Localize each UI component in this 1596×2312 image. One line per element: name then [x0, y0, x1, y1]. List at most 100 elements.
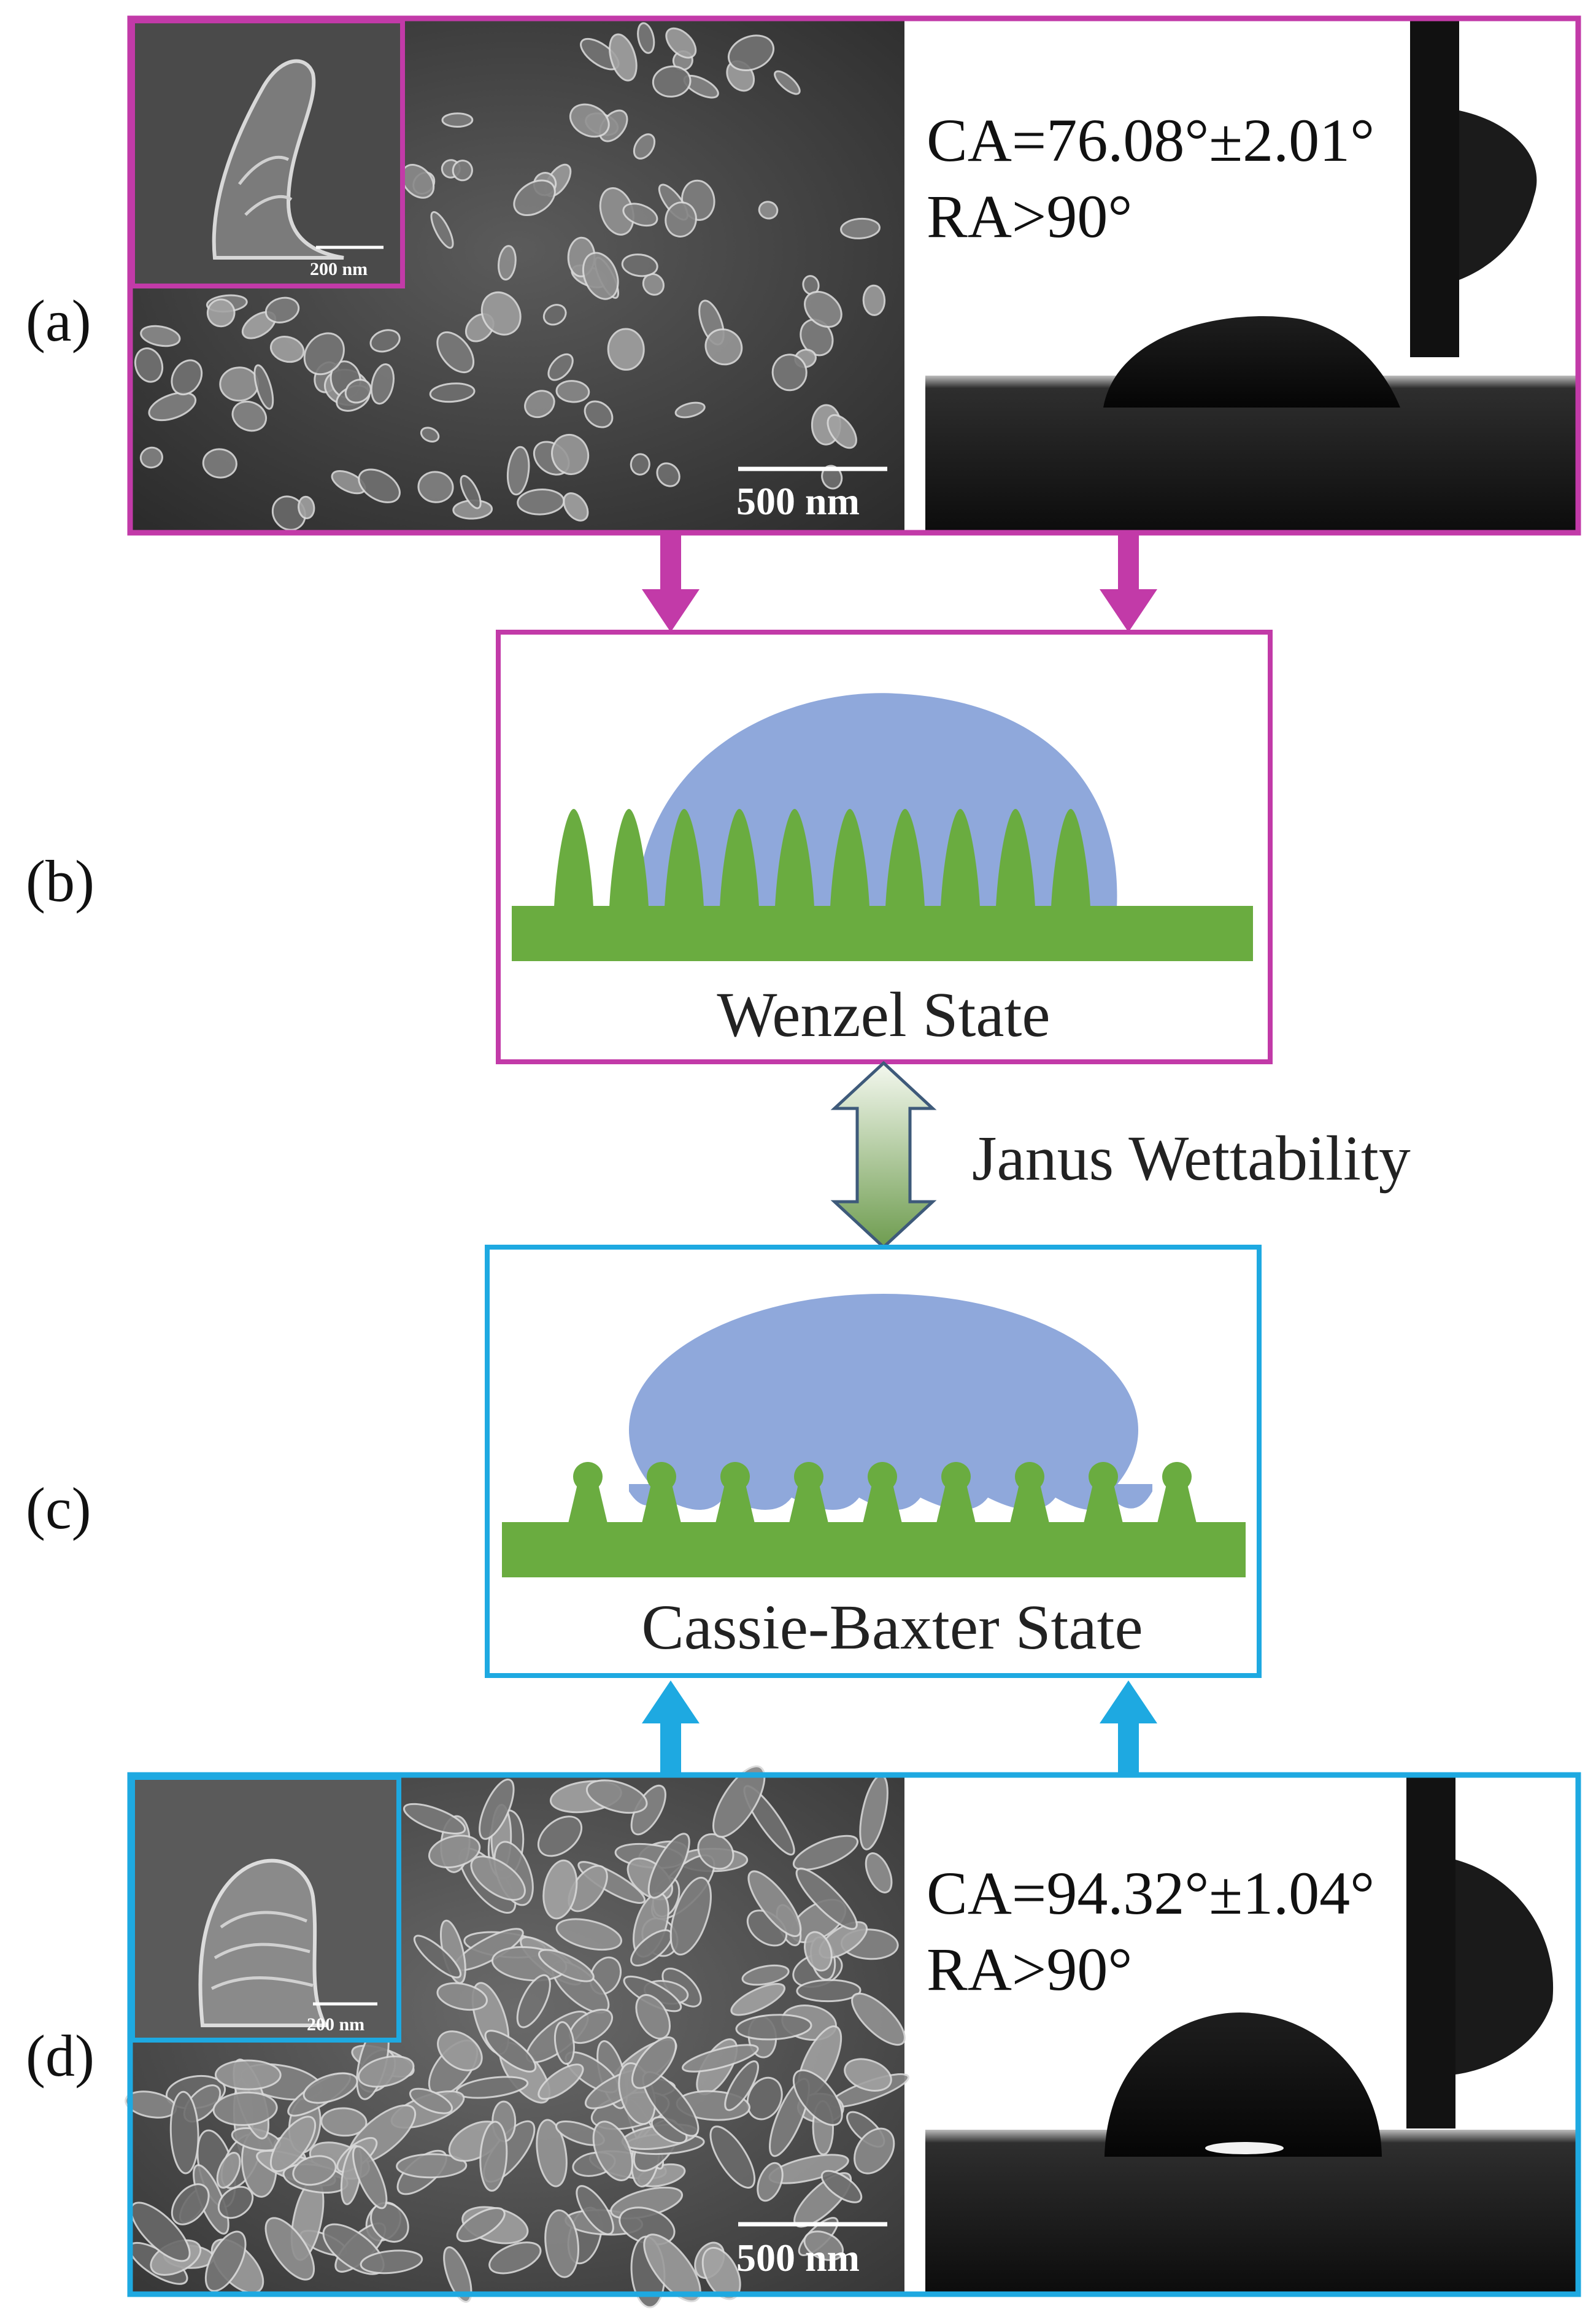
sem-particle	[792, 1835, 859, 1871]
sem-particle	[542, 304, 567, 326]
sem-particle	[134, 347, 164, 383]
wenzel-pillar	[830, 809, 869, 907]
cassie-pillar	[1010, 1462, 1049, 1523]
panel-a: 200 nm 500 nm CA=76.08°±2.01° RA>90°	[127, 15, 1581, 536]
sem-particle	[214, 2059, 282, 2090]
sem-particle	[436, 331, 475, 374]
sem-particle	[452, 160, 473, 182]
sem-particle	[804, 1931, 833, 1972]
sem-particle	[536, 2119, 568, 2187]
sem-particle	[728, 34, 774, 71]
sem-particle	[401, 164, 435, 199]
sem-particle	[480, 291, 522, 336]
sem-particle	[212, 2091, 278, 2126]
sem-particle	[216, 2152, 241, 2189]
panel-a-sem-texture	[134, 22, 886, 531]
arrows-a-to-b	[642, 533, 1157, 632]
sem-particle	[264, 296, 300, 323]
sem-particle	[844, 2058, 892, 2092]
sem-particle	[840, 217, 881, 239]
panel-a-ra-droplet	[1459, 110, 1537, 280]
sem-particle	[219, 366, 260, 402]
sem-particle	[269, 2116, 317, 2173]
cassie-pillar	[1084, 1462, 1123, 1523]
sem-particle	[669, 1876, 712, 1956]
arrows-d-to-c	[642, 1680, 1157, 1774]
sem-particle	[730, 1982, 785, 2016]
sem-particle	[820, 2170, 863, 2203]
sem-particle	[264, 2217, 315, 2281]
panel-a-ca-droplet	[1103, 316, 1400, 408]
sem-particle	[633, 133, 656, 160]
sem-particle	[443, 2246, 472, 2303]
sem-particle	[547, 353, 574, 381]
sem-particle	[538, 1949, 595, 1982]
wenzel-pillar	[996, 809, 1035, 907]
panel-d-ca-droplet-highlight	[1205, 2142, 1284, 2154]
sem-particle	[430, 211, 454, 249]
sem-particle	[701, 2246, 741, 2300]
arrow-d-left	[642, 1680, 700, 1774]
sem-particle	[555, 380, 590, 403]
sem-particle	[665, 201, 697, 238]
sem-particle	[592, 2121, 634, 2181]
arrow-a-right	[1100, 533, 1157, 632]
sem-particle	[607, 328, 645, 371]
sem-particle	[320, 2107, 368, 2137]
panel-a-frame	[127, 15, 1581, 536]
wenzel-pillar	[775, 809, 814, 907]
sem-particle	[206, 298, 236, 328]
sem-particle	[396, 2153, 468, 2179]
sem-particle	[429, 382, 476, 403]
sem-particle	[303, 2072, 358, 2104]
wenzel-pillar	[1051, 809, 1090, 907]
sem-particle	[253, 364, 274, 410]
sem-particle	[803, 2230, 844, 2261]
sem-particle	[774, 70, 801, 95]
sem-particle	[292, 2155, 337, 2186]
sem-particle	[403, 1803, 466, 1835]
panel-a-scale-text: 500 nm	[736, 479, 860, 523]
sem-particle	[621, 253, 658, 277]
arrow-a-left	[642, 533, 700, 632]
sem-particle	[746, 2076, 783, 2121]
cassie-pillar	[642, 1462, 681, 1523]
sem-particle	[524, 390, 555, 419]
sem-particle	[821, 465, 843, 490]
sem-particle	[584, 400, 614, 428]
sem-particle	[202, 448, 237, 479]
sem-particle	[551, 433, 590, 476]
sem-particle	[303, 332, 345, 376]
cassie-pillar	[789, 1462, 828, 1523]
panel-d-contact-angle: CA=94.32°±1.04°	[927, 1859, 1374, 1927]
sem-particle	[622, 203, 658, 227]
panel-b-state-label: Wenzel State	[717, 980, 1050, 1050]
sem-particle	[643, 2233, 701, 2303]
panel-d-scale-text: 500 nm	[736, 2236, 860, 2279]
panel-d: 200 nm 500 nm CA=94.32°±1.04° RA>90°	[125, 1765, 1581, 2308]
sem-particle	[484, 2030, 537, 2073]
sem-particle	[488, 2241, 542, 2275]
janus-wettability-label: Janus Wettability	[972, 1123, 1411, 1194]
cassie-pillar	[715, 1462, 755, 1523]
sem-particle	[369, 329, 401, 353]
panel-d-label: (d)	[26, 2023, 94, 2089]
panel-d-inset-pillar	[198, 1858, 328, 2027]
sem-particle	[357, 2055, 415, 2088]
panel-a-ra-substrate	[1410, 21, 1459, 357]
sem-particle	[576, 2185, 614, 2235]
sem-particle	[854, 2127, 895, 2175]
sem-particle	[169, 2090, 199, 2175]
sem-particle	[148, 392, 197, 422]
sem-particle	[704, 328, 743, 366]
sem-particle	[792, 2069, 843, 2126]
sem-particle	[130, 2202, 191, 2262]
sem-particle	[804, 290, 842, 328]
sem-particle	[735, 2014, 812, 2041]
cassie-pillar	[568, 1462, 607, 1523]
sem-particle	[631, 2036, 677, 2089]
sem-particle	[231, 400, 268, 432]
sem-particle	[537, 1815, 583, 1857]
panel-c-state-label: Cassie-Baxter State	[641, 1592, 1143, 1663]
sem-particle	[851, 1992, 906, 2046]
